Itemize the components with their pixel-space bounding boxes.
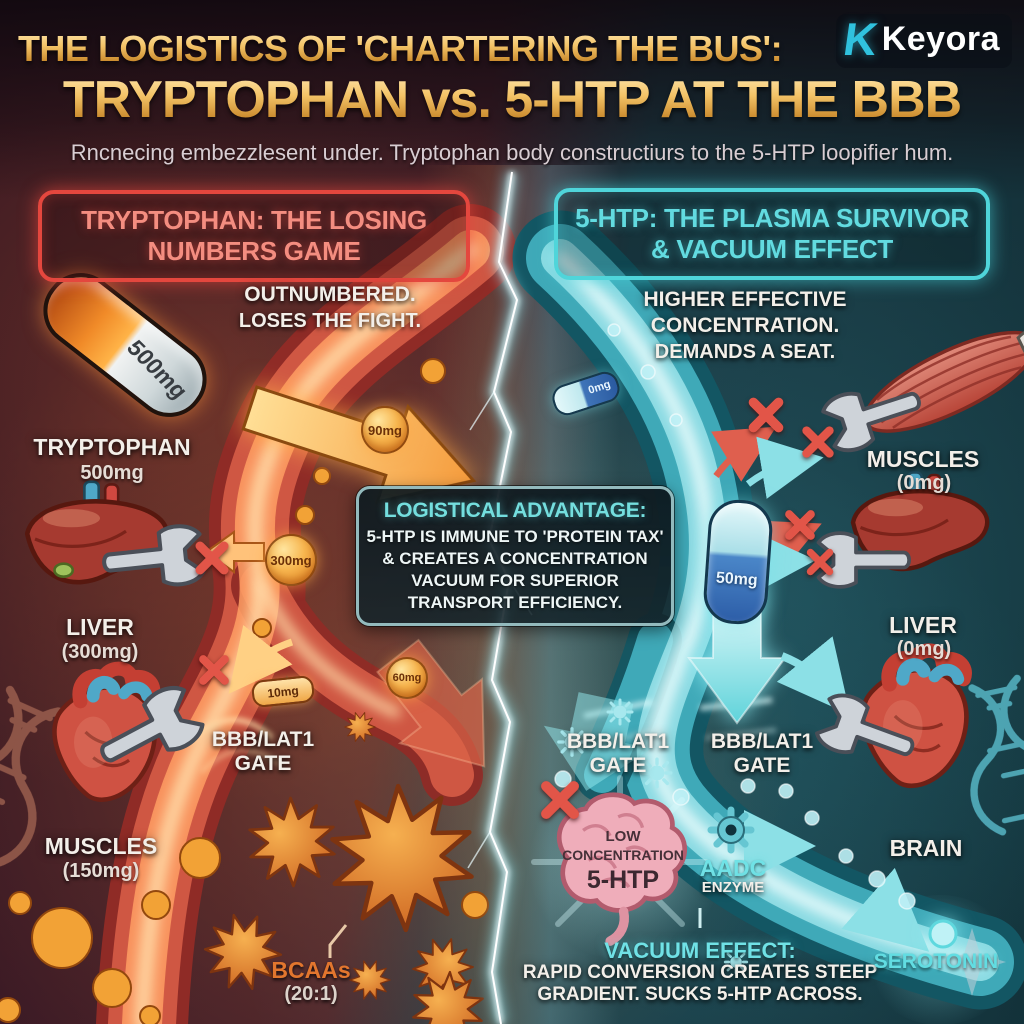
gate-right2-label-1: BBB/LAT1 xyxy=(710,730,814,753)
capsule-dose-label: 0mg xyxy=(586,378,613,397)
sparkle-icon xyxy=(938,928,1006,996)
serotonin-label: SEROTONIN xyxy=(873,950,999,973)
gate-right2-label-2: GATE xyxy=(733,754,791,777)
liver-left-amount: (300mg) xyxy=(61,641,139,663)
left-heading-line2: NUMBERS GAME xyxy=(147,236,361,266)
bcaa-pointer-line xyxy=(328,924,348,958)
dna-icon xyxy=(0,674,1024,870)
htp-capsule-icon: 50mg xyxy=(701,497,775,627)
advantage-line: & CREATES A CONCENTRATION xyxy=(382,548,648,568)
keyora-logo-name: Keyora xyxy=(881,19,1000,58)
left-heading-box: TRYPTOPHAN: THE LOSING NUMBERS GAME xyxy=(38,190,470,282)
tryptophan-label: TRYPTOPHAN xyxy=(33,434,191,460)
left-vessel-bubbles xyxy=(0,358,489,1024)
gate-curve-arrow xyxy=(228,624,294,694)
muscles-left-amount: (150mg) xyxy=(62,860,140,882)
right-vessel-bubbles xyxy=(554,323,916,910)
advantage-box: LOGISTICAL ADVANTAGE: 5-HTP IS IMMUNE TO… xyxy=(356,486,674,626)
subtitle: Rncnecing embezzlesent under. Tryptophan… xyxy=(70,140,954,165)
gate-right1-label-2: GATE xyxy=(589,754,647,777)
advantage-line: 5-HTP IS IMMUNE TO 'PROTEIN TAX' xyxy=(366,526,664,546)
vacuum-line-2: GRADIENT. SUCKS 5-HTP ACROSS. xyxy=(537,984,863,1005)
htp-gate-arrow xyxy=(543,692,652,791)
left-tagline-1: OUTNUMBERED. xyxy=(244,283,416,306)
bubble-300mg: 300mg xyxy=(265,534,317,586)
advantage-line: TRANSPORT EFFICIENCY. xyxy=(407,592,623,612)
brain-text-2: CONCENTRATION xyxy=(562,847,684,863)
bubble-90mg: 90mg xyxy=(361,406,409,454)
left-heading-line1: TRYPTOPHAN: THE LOSING xyxy=(81,205,427,235)
liver-right-amount: (0mg) xyxy=(896,638,952,660)
gate-right1-label-1: BBB/LAT1 xyxy=(566,730,670,753)
capsule-dose-label: 500mg xyxy=(121,335,194,404)
muscle-icon xyxy=(863,327,1024,433)
keyora-logo-mark-icon: K xyxy=(840,13,882,65)
keyora-logo: K Keyora xyxy=(836,13,1012,68)
right-tagline-3: DEMANDS A SEAT. xyxy=(654,341,836,363)
heart-right-icon xyxy=(863,651,966,786)
advantage-line: VACUUM FOR SUPERIOR xyxy=(411,570,619,590)
title-line1: THE LOGISTICS OF 'CHARTERING THE BUS': xyxy=(17,28,783,69)
bubble-60mg: 60mg xyxy=(386,657,428,699)
right-heading-line2: & VACUUM EFFECT xyxy=(650,234,893,264)
right-tagline-2: CONCENTRATION. xyxy=(650,314,840,337)
brain-text-3: 5-HTP xyxy=(586,866,660,894)
bcaa-ratio-label: (20:1) xyxy=(284,983,338,1005)
title-line2: TRYPTOPHAN vs. 5-HTP AT THE BBB xyxy=(62,71,962,129)
gate-left-label-2: GATE xyxy=(234,752,292,775)
liver-right-label: LIVER xyxy=(889,612,957,638)
brain-right-label: BRAIN xyxy=(889,835,963,861)
vacuum-line-1: RAPID CONVERSION CREATES STEEP xyxy=(522,962,878,983)
gate-left-label-1: BBB/LAT1 xyxy=(211,728,315,751)
aadc-label: AADC xyxy=(699,855,767,881)
tryptophan-dose-label: 500mg xyxy=(80,462,144,484)
brain-text-1: LOW xyxy=(605,828,641,845)
right-heading-box: 5-HTP: THE PLASMA SURVIVOR & VACUUM EFFE… xyxy=(554,188,990,280)
muscles-right-amount: (0mg) xyxy=(896,472,952,494)
left-tagline-2: LOSES THE FIGHT. xyxy=(238,310,422,332)
muscles-right-label: MUSCLES xyxy=(866,446,980,472)
advantage-title: LOGISTICAL ADVANTAGE: xyxy=(383,498,647,522)
bcaa-label: BCAAs xyxy=(271,957,351,983)
muscles-left-label: MUSCLES xyxy=(44,833,158,859)
gear-icon xyxy=(707,806,755,854)
enzyme-label: ENZYME xyxy=(701,879,765,896)
liver-left-label: LIVER xyxy=(66,614,134,640)
right-heading-line1: 5-HTP: THE PLASMA SURVIVOR xyxy=(575,203,969,233)
right-tagline-1: HIGHER EFFECTIVE xyxy=(643,288,847,311)
vacuum-title: VACUUM EFFECT: xyxy=(604,938,796,963)
capsule-dose-label: 50mg xyxy=(715,569,759,590)
serotonin-orb-icon xyxy=(928,919,958,949)
